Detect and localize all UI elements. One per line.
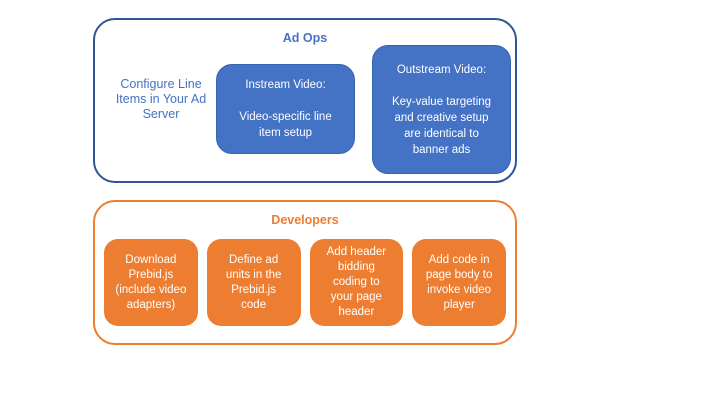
developers-title: Developers — [271, 213, 339, 227]
ad-ops-title: Ad Ops — [282, 31, 328, 45]
